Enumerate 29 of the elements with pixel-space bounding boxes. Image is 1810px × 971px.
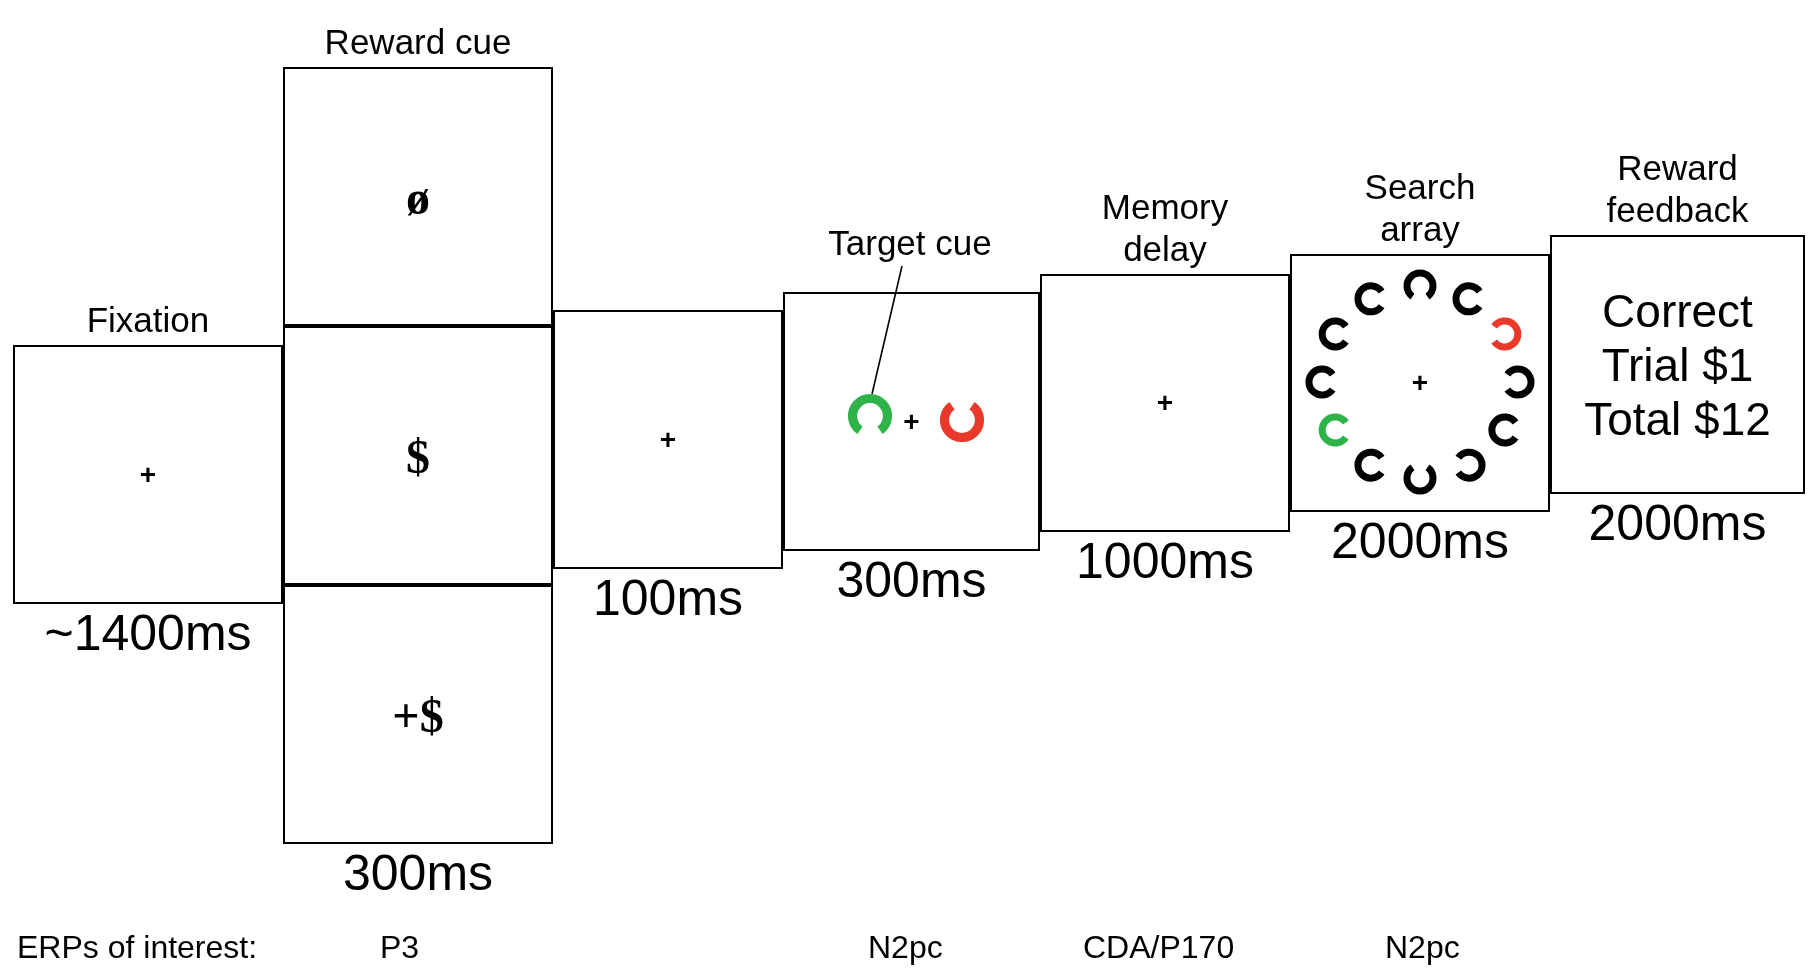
duration-label: 2000ms <box>1331 514 1509 569</box>
row-label: ERPs of interest: <box>17 929 258 966</box>
fixation-cross: + <box>1156 387 1174 419</box>
erp-label: P3 <box>380 929 420 966</box>
frame-title: Search array <box>1363 166 1477 250</box>
leader-line <box>871 265 903 395</box>
cue-symbol: +$ <box>392 687 444 742</box>
erp-label: CDA/P170 <box>1083 929 1235 966</box>
frame-title: Reward cue <box>323 21 513 63</box>
fixation-cross: + <box>139 458 157 491</box>
frame-title: Memory delay <box>1100 186 1230 270</box>
duration-label: ~1400ms <box>44 606 252 661</box>
fixation-cross: + <box>659 423 677 456</box>
duration-label: 1000ms <box>1076 534 1254 589</box>
frame-title: Target cue <box>790 222 1030 264</box>
duration-label: 2000ms <box>1588 496 1767 551</box>
stimulus-frame <box>283 326 553 585</box>
erp-label: N2pc <box>1385 929 1460 966</box>
cue-symbol: $ <box>406 428 430 483</box>
erp-label: N2pc <box>868 929 943 966</box>
duration-label: 300ms <box>342 846 494 901</box>
duration-label: 300ms <box>836 553 987 608</box>
duration-label: 100ms <box>592 571 744 626</box>
frame-title: Fixation <box>85 299 211 341</box>
frame-title: Reward feedback <box>1605 147 1750 231</box>
feedback-text: Correct Trial $1 Total $12 <box>1583 283 1772 446</box>
fixation-cross: + <box>903 405 920 438</box>
cue-symbol: ø <box>406 169 430 224</box>
fixation-cross: + <box>1411 367 1429 399</box>
